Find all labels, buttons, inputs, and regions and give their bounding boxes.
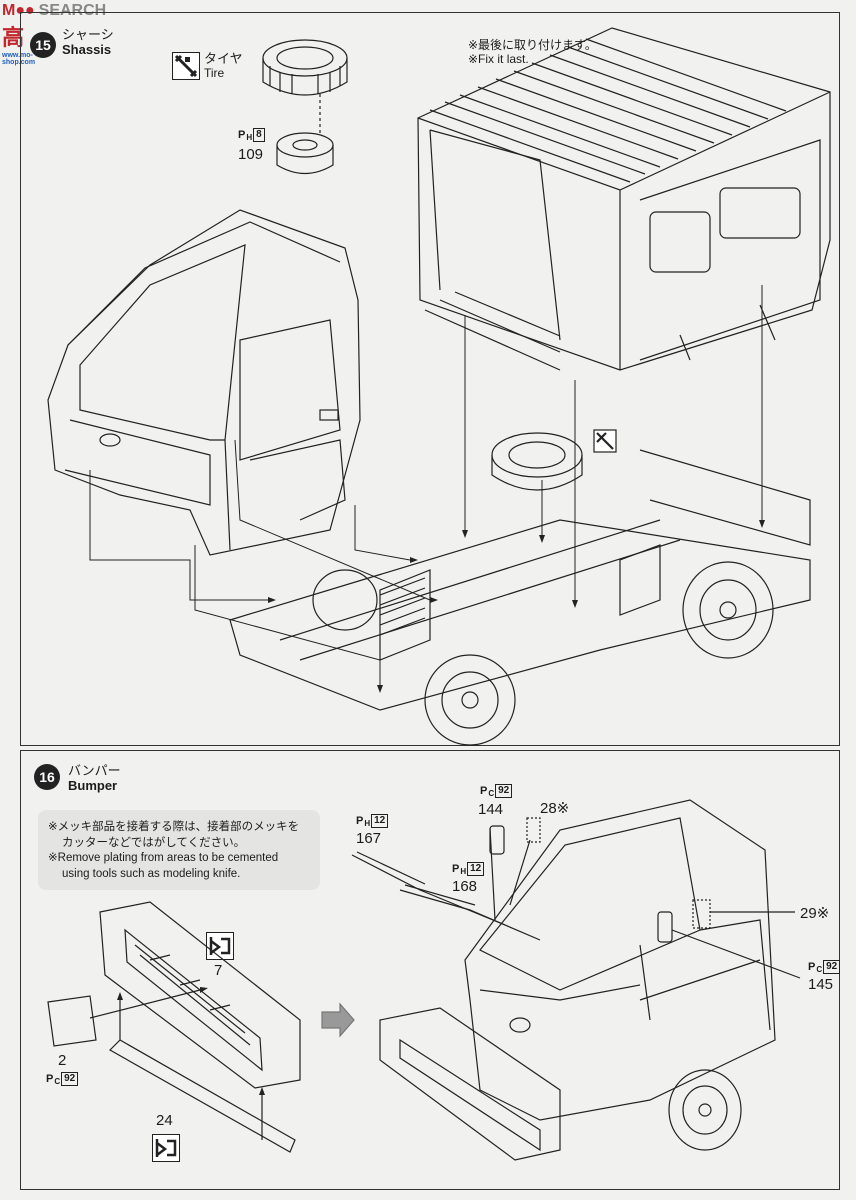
plating-note-en-1: ※Remove plating from areas to be cemente… [48, 852, 279, 864]
step16-title-jp: バンパー [68, 764, 121, 779]
spare-tire-drawing [491, 432, 583, 491]
part-2-label: 2 [58, 1052, 67, 1069]
part-109-label: 109 [238, 146, 264, 163]
cab-drawing [47, 209, 361, 556]
watermark-logo: M●●SEARCH [2, 2, 107, 19]
cargo-bed-drawing [417, 27, 831, 371]
part-144-label: 144 [478, 801, 504, 818]
side-watermark: 高 www.mo-shop.com [2, 20, 42, 66]
step15-title-jp: シャーシ [62, 28, 114, 43]
fix-last-note-en: ※Fix it last. [468, 52, 529, 66]
side-watermark-chars: 高 [2, 25, 25, 50]
truck-front-assembly-drawing [379, 799, 776, 1161]
watermark-text: SEARCH [38, 2, 107, 19]
wiper-parts-drawing [351, 851, 541, 941]
part-29-label: 29※ [800, 905, 830, 922]
front-wheel-drawing [424, 654, 516, 746]
plating-note-jp-1: ※メッキ部品を接着する際は、接着部のメッキを [48, 819, 300, 833]
fix-last-note-jp: ※最後に取り付けます。 [468, 38, 597, 52]
license-plate-part-drawing [47, 995, 97, 1047]
part-28-label: 28※ [540, 800, 570, 817]
part-167-label: 167 [356, 830, 382, 847]
watermark-brand: M [2, 2, 16, 19]
plating-note-jp-2: カッターなどではがしてください。 [62, 835, 246, 849]
plating-note-box: ※メッキ部品を接着する際は、接着部のメッキを カッターなどではがしてください。 … [38, 810, 320, 890]
plating-note-en-2: using tools such as modeling knife. [62, 868, 241, 880]
step15-number: 15 [30, 32, 56, 58]
step16-number: 16 [34, 764, 60, 790]
part-24-tool-icon [152, 1134, 180, 1162]
part-7-label: 7 [214, 962, 223, 979]
tire-tool-icon [172, 52, 200, 80]
chassis-frame-drawing [229, 449, 811, 711]
step15-chassis-diagram [47, 27, 831, 746]
side-watermark-url: www.mo-shop.com [2, 52, 36, 66]
part-24-label: 24 [156, 1112, 173, 1129]
step15-frame [20, 12, 840, 746]
step15-title-en: Shassis [62, 42, 112, 57]
assembly-guide-lines [89, 285, 763, 685]
step16-title-en: Bumper [68, 778, 118, 793]
part-168-label: 168 [452, 878, 478, 895]
part-145-label: 145 [808, 976, 834, 993]
rear-wheel-drawing [682, 561, 774, 659]
tire-label-en: Tire [204, 66, 225, 80]
grille-part-drawing [99, 901, 301, 1089]
bumper-strip-part-drawing [109, 1039, 296, 1153]
rear-left-wheel-drawing [312, 569, 378, 631]
part-7-tool-icon [206, 932, 234, 960]
tire-part-drawing [262, 39, 348, 96]
wheel-part-drawing [276, 132, 334, 175]
tire-label-jp: タイヤ [204, 52, 243, 67]
